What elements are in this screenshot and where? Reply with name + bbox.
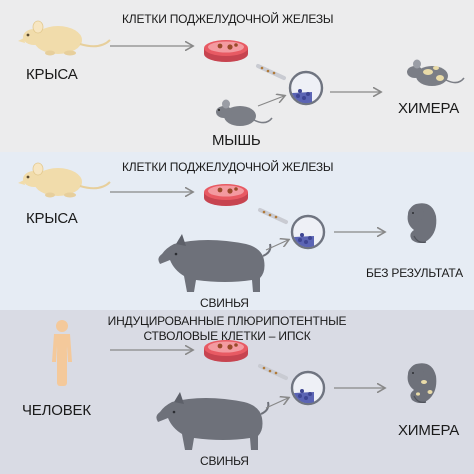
cells-label-line2: СТВОЛОВЫЕ КЛЕТКИ – ИПСК <box>143 329 311 343</box>
pipette-icon <box>256 64 286 80</box>
donor-label: КРЫСА <box>26 210 78 227</box>
rat-icon <box>17 162 111 199</box>
pipette-icon <box>258 208 288 224</box>
host-label: МЫШЬ <box>212 132 261 149</box>
donor-label: КРЫСА <box>26 66 78 83</box>
blastocyst-icon <box>288 70 324 106</box>
chimera-mouse-icon <box>407 59 465 86</box>
host-label: СВИНЬЯ <box>200 296 249 310</box>
mouse-icon <box>216 99 273 126</box>
pig-icon <box>155 391 270 451</box>
cells-label: КЛЕТКИ ПОДЖЕЛУДОЧНОЙ ЖЕЛЕЗЫ <box>122 12 334 26</box>
pig-icon <box>157 233 272 293</box>
fetus-icon <box>407 362 437 404</box>
result-label: БЕЗ РЕЗУЛЬТАТА <box>366 266 463 280</box>
cells-label-line1: ИНДУЦИРОВАННЫЕ ПЛЮРИПОТЕНТНЫЕ <box>107 314 347 328</box>
result-label: ХИМЕРА <box>398 422 460 439</box>
panel-human-pig <box>0 310 474 474</box>
petri-dish-icon <box>204 184 248 206</box>
petri-dish-icon <box>204 40 248 62</box>
petri-dish-icon <box>204 340 248 362</box>
panel-rat-mouse <box>0 0 474 152</box>
fetus-icon <box>407 202 437 244</box>
blastocyst-icon <box>290 370 326 406</box>
result-label: ХИМЕРА <box>398 100 460 117</box>
host-label: СВИНЬЯ <box>200 454 249 468</box>
cells-label: КЛЕТКИ ПОДЖЕЛУДОЧНОЙ ЖЕЛЕЗЫ <box>122 160 334 174</box>
pipette-icon <box>258 364 288 380</box>
donor-label: ЧЕЛОВЕК <box>22 402 91 419</box>
human-icon <box>52 320 72 386</box>
rat-icon <box>17 20 111 57</box>
blastocyst-icon <box>290 214 326 250</box>
